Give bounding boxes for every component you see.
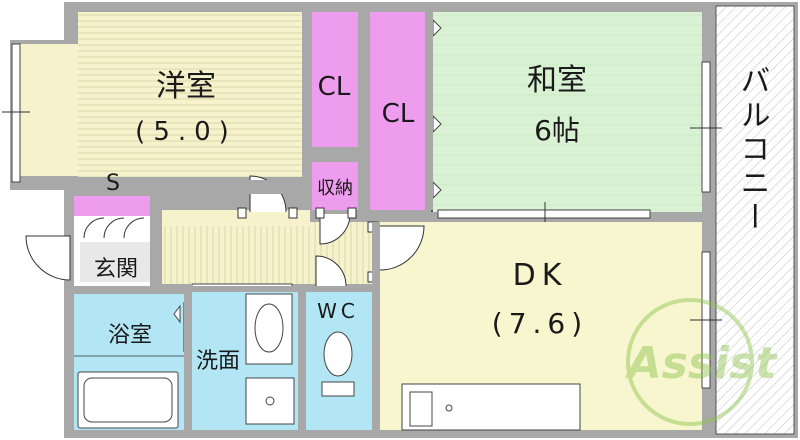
door-jamb [315,207,325,219]
entrance-inner-door [83,217,145,239]
interior-wall [372,222,380,434]
interior-wall [70,286,374,292]
closet-1 [312,12,358,147]
western-room-label: 洋室 [156,69,216,104]
balcony-label: バルコニー [735,65,770,235]
bathtub-inner [83,377,173,423]
dk-label: DK [513,258,568,293]
western-room-window [11,43,21,183]
washing-machine-drain [265,396,275,406]
toilet-door [315,255,347,287]
closet-1-label: CL [318,72,351,102]
shoe-storage [74,196,152,216]
washroom-label: 洗面 [196,349,240,374]
door-jamb [347,207,357,219]
storage-door [319,213,351,245]
japanese-room-floor [432,12,702,212]
hallway-link [160,210,310,226]
washbasin-bowl [254,303,284,353]
western-room-floor [78,12,303,177]
balcony-floor [716,6,794,434]
interior-wall [358,10,370,210]
dk-door [379,225,425,271]
japanese-room-label: 和室 [527,63,587,98]
japanese-room-window [701,61,711,193]
storage [312,162,358,210]
entrance-door [25,235,71,281]
toilet-tank [321,381,355,397]
interior-wall [184,284,192,432]
western-room-alcove [16,44,78,176]
kitchen-faucet [445,404,453,412]
watermark-text: Assist [625,338,779,389]
dk-size: (7.6) [492,307,588,340]
bath-label: 浴室 [108,323,152,348]
shoe-storage-label: S [106,171,120,196]
closet-2-label: CL [382,99,415,129]
western-room-size: (5.0) [135,117,237,147]
toilet-label: WC [317,299,359,323]
interior-wall [298,284,306,432]
closet-2 [370,12,425,210]
entrance-step [80,242,150,282]
toilet-bowl [323,331,353,377]
interior-wall [425,10,433,210]
interior-wall [302,10,312,210]
interior-wall [160,180,302,194]
door-jamb [288,207,298,219]
japanese-room-size: 6帖 [534,114,580,147]
door-jamb [237,207,247,219]
entrance-label: 玄関 [94,257,138,282]
interior-wall [150,188,162,286]
bath-door-mark [173,304,181,324]
sliding-door [437,209,651,219]
watermark-logo: Assist [625,298,779,426]
watermark-circle [626,298,754,426]
kitchen-sink [409,391,433,427]
storage-label: 収納 [317,178,353,199]
balcony-frame [715,5,795,435]
